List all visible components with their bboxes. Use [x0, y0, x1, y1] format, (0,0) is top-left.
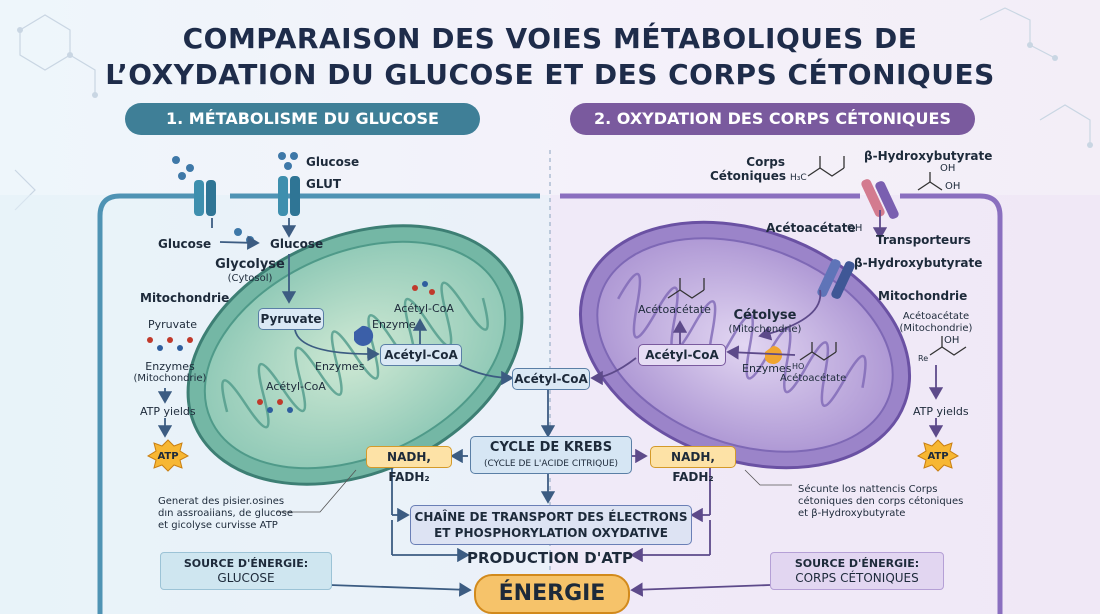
right-note-line3: et β-Hydroxybutyrate [798, 508, 906, 519]
oh-label-2: OH [945, 181, 961, 192]
left-source-value: GLUCOSE [217, 571, 275, 585]
right-section-header: 2. OXYDATION DES CORPS CÉTONIQUES [570, 103, 975, 135]
oh-side-label: OH [944, 335, 960, 346]
oh-label-3: OH [847, 223, 863, 234]
glucose-label-b: Glucose [270, 237, 324, 251]
left-note-line1: Generat des pisier.osines [158, 496, 285, 507]
pyruvate-box: Pyruvate [258, 308, 324, 330]
enzymes-inner-label: Enzymes [315, 360, 365, 373]
enzyme-icon-right [765, 345, 783, 364]
left-note-line2: dın assroaiians, de glucose [158, 508, 294, 519]
right-enzymes-label: Enzymes [742, 362, 792, 375]
atp-star-right [916, 439, 960, 472]
production-atp-label: PRODUCTION D'ATP [467, 549, 633, 567]
glycolyse-label: Glycolyse [215, 257, 285, 272]
nadh-left-box: NADH, FADH₂ [366, 446, 452, 484]
left-acetyl-coa-box: Acétyl-CoA [380, 344, 462, 366]
acetoacetate-top-label: Acétoacétate [766, 221, 856, 235]
right-atp-label: ATP [927, 451, 949, 462]
acetyl-coa-inner-label: Acétyl-CoA [266, 380, 326, 393]
krebs-box: CYCLE DE KREBS (CYCLE DE L'ACIDE CITRIQU… [470, 436, 632, 474]
energie-badge: ÉNERGIE [474, 574, 630, 614]
corps-label: Corps [746, 155, 785, 169]
krebs-paren-label: (CYCLE DE L'ACIDE CITRIQUE) [483, 459, 619, 469]
molecule-balls [147, 281, 435, 413]
glucose-label-a: Glucose [158, 237, 212, 251]
electron-chain-box: CHAÎNE DE TRANSPORT DES ÉLECTRONS ET PHO… [410, 505, 692, 545]
mito-transporter-right [817, 259, 855, 299]
bhb-mid-label: β-Hydroxybutyrate [854, 256, 983, 270]
ho-label: HO [792, 362, 805, 371]
chain-line1: CHAÎNE DE TRANSPORT DES ÉLECTRONS [414, 510, 688, 524]
enzyme-icon-left [354, 325, 374, 346]
oh-label-1: OH [940, 163, 956, 174]
center-acetyl-coa-box: Acétyl-CoA [512, 368, 590, 390]
glut-transporter [278, 176, 300, 216]
nadh-right-box: NADH, FADH₂ [650, 446, 736, 484]
right-energy-source-box: SOURCE D'ÉNERGIE: CORPS CÉTONIQUES [770, 552, 944, 590]
left-note-line3: et gicolyse curvisse ATP [158, 520, 278, 531]
left-mitochondrion [186, 224, 524, 486]
acetyl-coa-top-label: Acétyl-CoA [394, 302, 454, 315]
transporteurs-label: Transporteurs [876, 233, 971, 247]
right-atp-yields-label: ATP yields [913, 405, 969, 418]
ketone-transporter [861, 179, 899, 219]
right-acetyl-coa-box: Acétyl-CoA [638, 344, 726, 366]
background-dots [17, 27, 1093, 148]
diagram-title-line2: L’OXYDATION DU GLUCOSE ET DES CORPS CÉTO… [105, 58, 995, 91]
right-note-line2: cétoniques den corps cétoniques [798, 496, 964, 507]
ketone-structures [667, 156, 967, 361]
cetolyse-label: Cétolyse [733, 308, 797, 323]
left-mito-paren-label: (Mitochondrie) [133, 373, 207, 384]
cetolyse-paren-label: (Mitochondrie) [728, 324, 802, 335]
right-note-line1: Sécunte los nattencis Corps [798, 484, 938, 495]
enzymes-side-label: Enzymes [145, 360, 195, 373]
right-mitochondrie-label: Mitochondrie [878, 289, 968, 303]
cytosol-label: (Cytosol) [227, 273, 273, 284]
h3c-label: H₃C [790, 173, 807, 183]
acetoacetate-side-label: Acétoacétate [902, 311, 970, 322]
right-mito-paren-label: (Mitochondrie) [899, 323, 973, 334]
left-note-leader [276, 469, 357, 513]
bhb-top-label: β-Hydroxybutyrate [864, 149, 993, 163]
right-source-value: CORPS CÉTONIQUES [795, 571, 919, 585]
acetoacetate-inner-label: Acétoacétate [638, 303, 711, 316]
diagram-title-line1: COMPARAISON DES VOIES MÉTABOLIQUES DE [182, 22, 918, 55]
left-mitochondrie-label: Mitochondrie [140, 291, 230, 305]
cetoniques-label: Cétoniques [710, 169, 786, 183]
left-transporter-a [194, 180, 216, 216]
left-atp-yields-label: ATP yields [140, 405, 196, 418]
left-cell-membrane [97, 193, 200, 614]
left-section-header: 1. MÉTABOLISME DU GLUCOSE [125, 103, 480, 135]
pyruvate-side-label: Pyruvate [148, 318, 197, 331]
atp-star-left [146, 439, 190, 472]
energie-label: ÉNERGIE [498, 581, 606, 606]
right-source-label: SOURCE D'ÉNERGIE: [794, 557, 920, 570]
left-source-label: SOURCE D'ÉNERGIE: [183, 557, 309, 570]
glucose-top-label: Glucose [306, 155, 360, 169]
enzyme-label: Enzyme [372, 318, 416, 331]
krebs-label: CYCLE DE KREBS [489, 440, 613, 455]
left-energy-source-box: SOURCE D'ÉNERGIE: GLUCOSE [160, 552, 332, 590]
re-label: Re [918, 354, 929, 363]
glut-label: GLUT [306, 177, 341, 191]
chain-line2: ET PHOSPHORYLATION OXYDATIVE [434, 526, 668, 540]
right-note-leader [744, 469, 792, 486]
acetoacetate-small-label: Acétoacétate [780, 373, 847, 384]
left-atp-label: ATP [157, 451, 179, 462]
